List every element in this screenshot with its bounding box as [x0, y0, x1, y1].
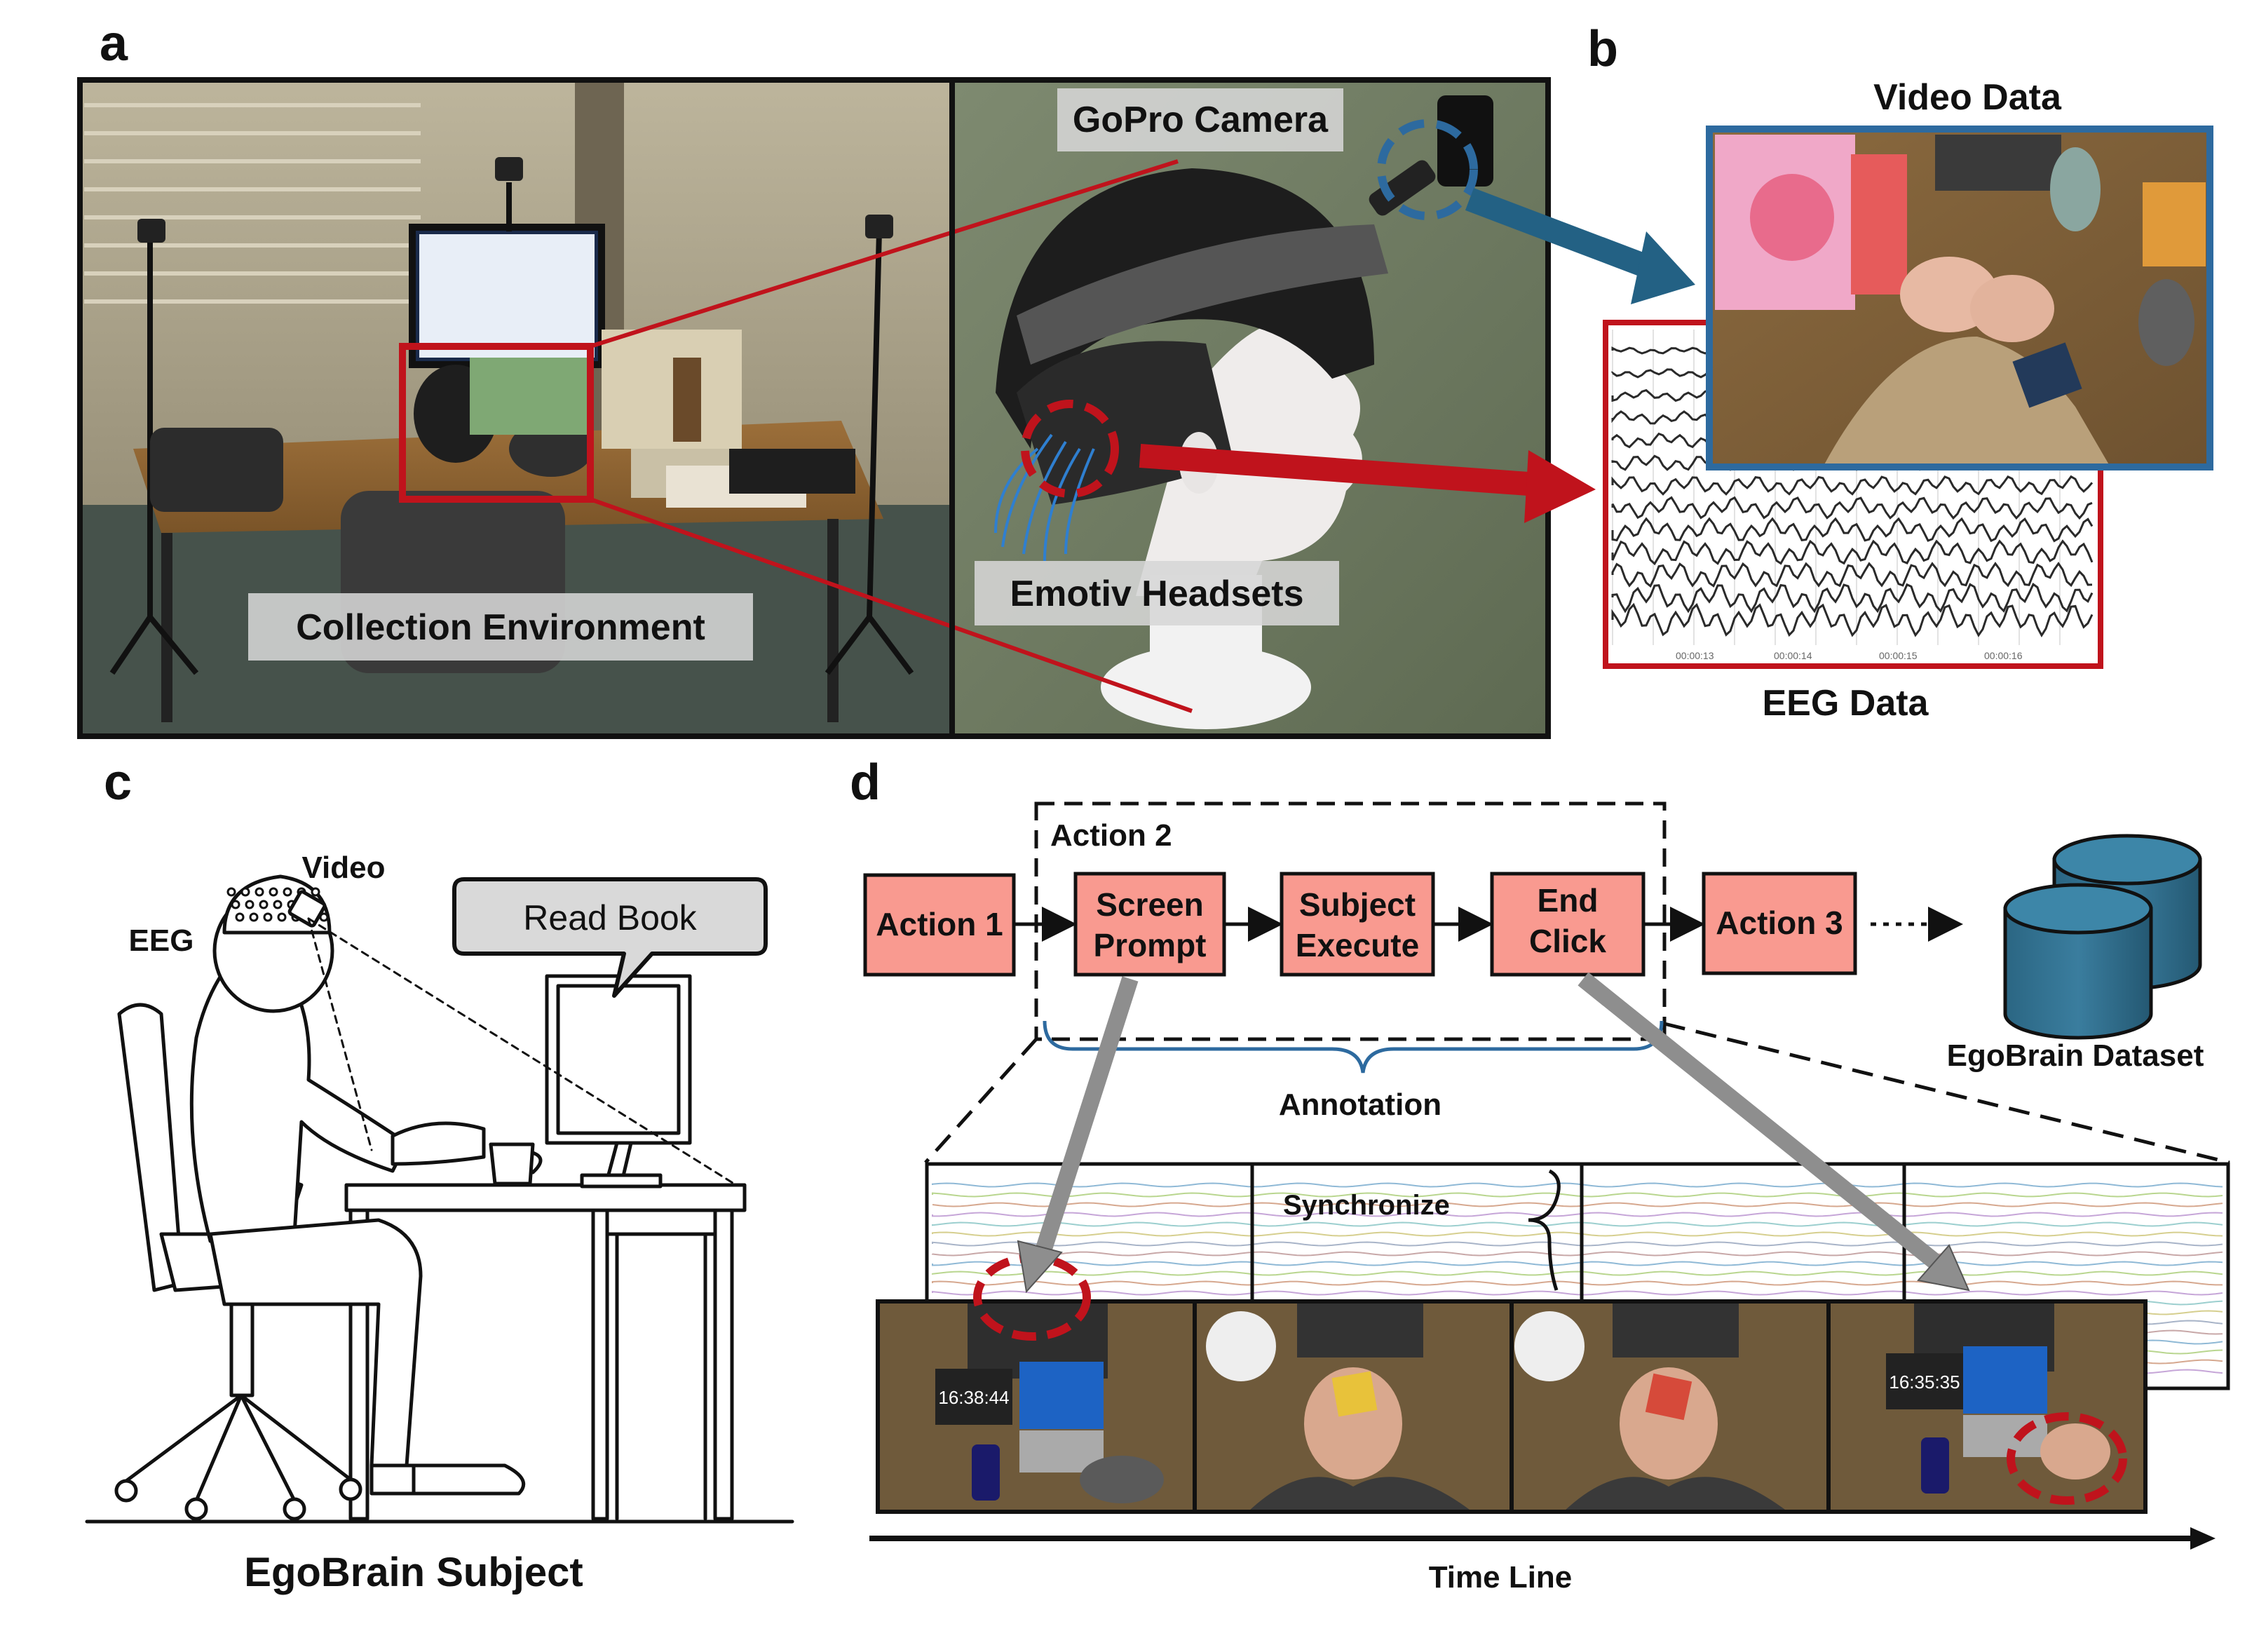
tripods: [109, 182, 914, 675]
zoom-line-bottom: [590, 497, 1193, 713]
gopro-camera: [1437, 95, 1493, 187]
case: [150, 428, 283, 512]
gopro-highlight-circle: [1377, 119, 1478, 220]
monitor-drawing: [545, 974, 692, 1189]
headsets-label-chip: [975, 561, 1339, 625]
step-screen-prompt: Screen Prompt: [1073, 872, 1226, 977]
dataset-label: EgoBrain Dataset: [1947, 1038, 2204, 1073]
environment-label-chip: [248, 593, 753, 661]
zoom-line-top: [590, 159, 1179, 348]
gopro-label-chip: [1057, 88, 1343, 151]
annotation-brace: [1043, 1020, 1664, 1074]
panel-letter-a: a: [100, 15, 128, 72]
headset-photo: GoPro Camera Emotiv Headsets: [952, 80, 1548, 736]
environment-photo: [80, 80, 952, 736]
mug: [489, 1142, 535, 1186]
step-screen-prompt-line2: Prompt: [1094, 927, 1207, 963]
eeg-tick-1: 00:00:14: [1774, 650, 1812, 661]
panel-a-frame: [77, 77, 1551, 739]
environment-label: Collection Environment: [296, 607, 705, 648]
step-end-click-line2: Click: [1529, 923, 1606, 959]
timeline-label: Time Line: [1429, 1560, 1573, 1595]
hands-cube-3: [1620, 1367, 1718, 1480]
click-pointer-arrow: [1578, 972, 1970, 1292]
step-screen-prompt-line1: Screen: [1096, 886, 1203, 923]
zoom-line-right: [1664, 1022, 2230, 1165]
video-data-title: Video Data: [1873, 77, 2062, 118]
eeg-highlight-circle: [1021, 400, 1119, 498]
video-frame-2: [1195, 1301, 1512, 1512]
video-frame-1: 16:38:44: [878, 1301, 1195, 1512]
panel-letter-d: d: [850, 754, 881, 811]
hands-cube-2: [1304, 1367, 1402, 1480]
gopro-label: GoPro Camera: [1073, 100, 1329, 140]
mouse-top: [2050, 147, 2101, 231]
video-frames: 16:38:44: [876, 1299, 2148, 1514]
panel-b: Video Data 00:00:13 00:00:14 00:00:15 00…: [1139, 77, 2213, 724]
view-line-upper: [307, 917, 738, 1186]
video-label: Video: [301, 851, 385, 885]
mouse-right: [2138, 279, 2194, 366]
helmet-strap: [1017, 224, 1388, 365]
step-action3-label: Action 3: [1716, 905, 1843, 941]
video-frame-3: [1512, 1301, 1829, 1512]
panel-a: GoPro Camera Emotiv Headsets Collection …: [77, 77, 1551, 739]
subject-caption: EgoBrain Subject: [244, 1550, 583, 1595]
clock-text-2: 16:35:35: [1889, 1372, 1960, 1393]
action2-group-label: Action 2: [1050, 818, 1172, 853]
video-data-frame: [1706, 126, 2213, 470]
step-subject-execute-line1: Subject: [1299, 886, 1416, 923]
view-line-lower: [307, 917, 373, 1151]
eeg-tick-3: 00:00:16: [1984, 650, 2023, 661]
step-end-click-line1: End: [1538, 882, 1599, 919]
panel-letter-c: c: [104, 754, 132, 811]
database-icon: [2003, 834, 2202, 1040]
zoom-line-left: [924, 1038, 1038, 1164]
panel-c: [85, 874, 794, 1524]
eeg-arrow: [1139, 444, 1596, 523]
action2-group-box: [1034, 801, 1667, 1041]
step-subject-execute: Subject Execute: [1280, 872, 1435, 977]
video-frame-4: 16:35:35: [1829, 1301, 2145, 1512]
synchronize-brace: [1528, 1169, 1561, 1291]
annotation-label: Annotation: [1279, 1088, 1441, 1122]
eeg-tick-2: 00:00:15: [1879, 650, 1918, 661]
speech-bubble: [452, 877, 768, 998]
clock-text-1: 16:38:44: [938, 1387, 1009, 1408]
headsets-label: Emotiv Headsets: [1010, 574, 1303, 614]
step-action1-label: Action 1: [876, 906, 1003, 942]
step-action1: Action 1: [863, 873, 1016, 977]
window-blinds: [84, 103, 421, 304]
panel-d: Action 2 Action 1 Screen Prompt Subject …: [863, 801, 2230, 1595]
eeg-time-ticks: 00:00:13 00:00:14 00:00:15 00:00:16: [1676, 650, 2023, 661]
video-arrow: [1465, 188, 1695, 304]
click-highlight-circle: [2007, 1412, 2127, 1505]
book: [391, 1121, 486, 1166]
eeg-label: EEG: [129, 923, 194, 958]
desk-drawing: [344, 1183, 747, 1521]
head-camera: [287, 890, 327, 928]
eeg-tick-0: 00:00:13: [1676, 650, 1714, 661]
step-action3: Action 3: [1702, 872, 1857, 975]
clock-display-1: [935, 1369, 1012, 1425]
step-end-click: End Click: [1490, 872, 1646, 977]
eeg-data-title: EEG Data: [1763, 683, 1929, 724]
panel-letter-b: b: [1587, 21, 1618, 77]
synchronize-label: Synchronize: [1283, 1190, 1450, 1221]
zoom-box: [399, 343, 594, 503]
step-subject-execute-line2: Execute: [1296, 927, 1419, 963]
speech-bubble-text: Read Book: [523, 898, 697, 937]
prompt-pointer-arrow: [1017, 976, 1139, 1294]
clock-display-2: [1886, 1353, 1963, 1409]
